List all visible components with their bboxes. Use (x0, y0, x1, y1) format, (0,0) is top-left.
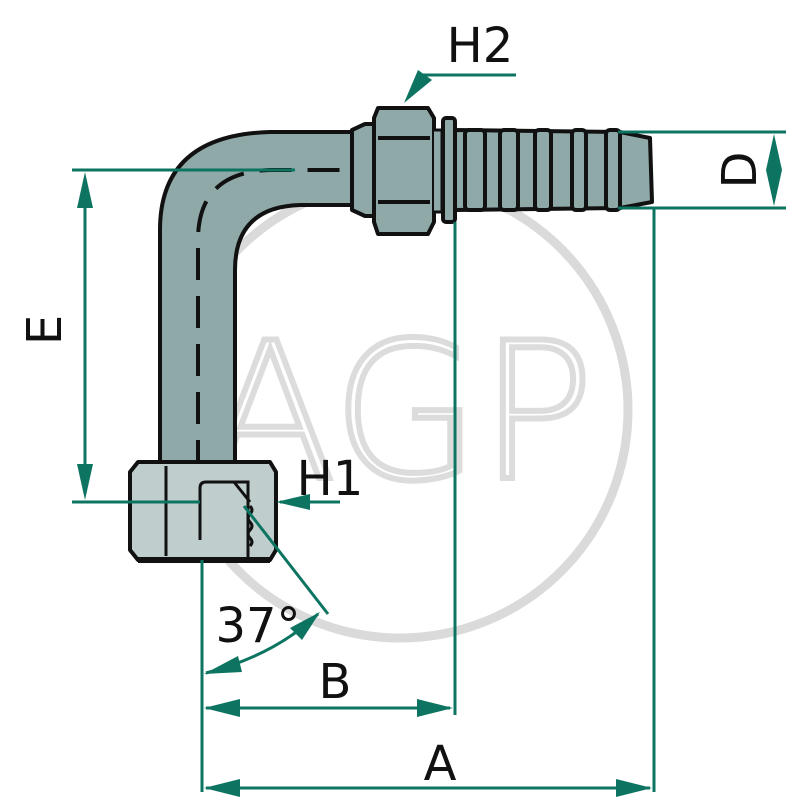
label-h2: H2 (447, 18, 514, 74)
label-angle: 37° (215, 598, 300, 654)
dimension-lines (72, 70, 786, 797)
hose-barb (441, 116, 654, 224)
label-b: B (319, 654, 352, 710)
label-d: D (712, 152, 768, 189)
swivel-nut-h1 (128, 460, 278, 563)
collar (350, 122, 376, 218)
label-e: E (17, 315, 73, 345)
hex-h2 (372, 106, 444, 236)
label-a: A (424, 736, 457, 792)
watermark: AGP (167, 177, 633, 643)
label-h1: H1 (297, 451, 364, 507)
